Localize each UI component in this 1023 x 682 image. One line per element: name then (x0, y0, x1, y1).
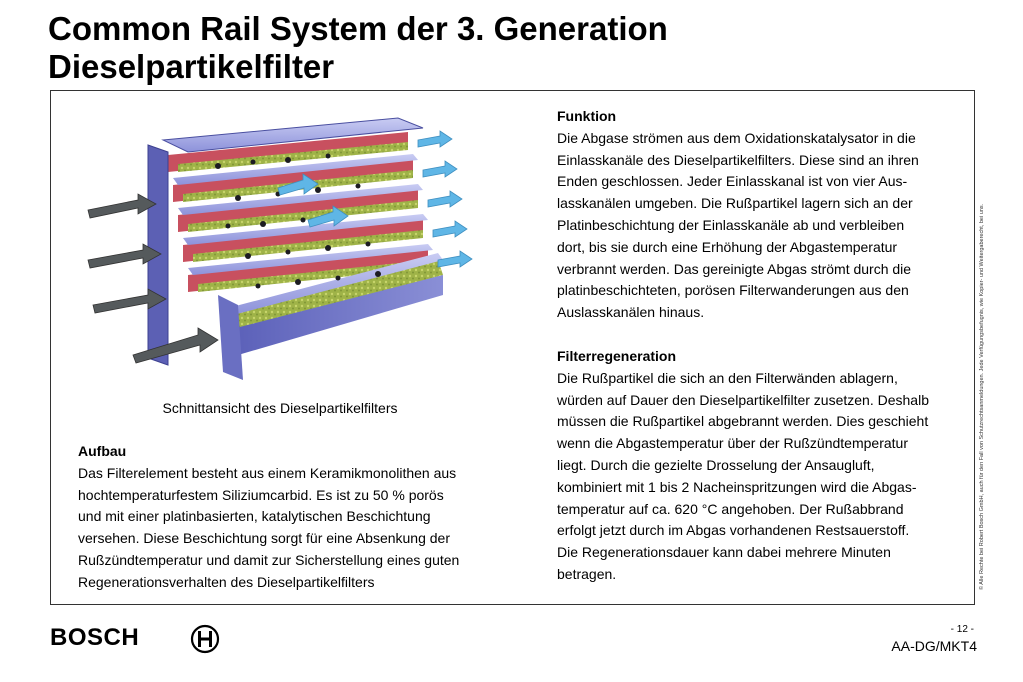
right-column: Funktion Die Abgase strömen aus dem Oxid… (557, 106, 967, 586)
aufbau-line: hochtemperaturfestem Siliziumcarbid. Es … (78, 486, 444, 503)
aufbau-line: und mit einer platinbasierten, katalytis… (78, 508, 431, 525)
filter-outer-top (161, 117, 424, 153)
regeneration-line: Die Regenerationsdauer kann dabei mehrer… (557, 544, 891, 561)
funktion-line: Die Abgase strömen aus dem Oxidationskat… (557, 129, 916, 146)
content-panel (50, 90, 975, 605)
outflow-arrows (277, 130, 473, 268)
regeneration-line: müssen die Rußpartikel abgebrannt werden… (557, 413, 929, 430)
inflow-arrows (87, 193, 219, 364)
funktion-line: verbrannt werden. Das gereinigte Abgas s… (557, 260, 912, 277)
regeneration-line: temperatur auf ca. 620 °C angehoben. Der… (557, 500, 904, 517)
regeneration-line: kombiniert mit 1 bis 2 Nacheinspritzunge… (557, 478, 917, 495)
regeneration-line: betragen. (557, 565, 617, 582)
channel-layer-6 (228, 253, 443, 355)
aufbau-section: Aufbau Das Filterelement besteht aus ein… (78, 441, 508, 594)
aufbau-line: Das Filterelement besteht aus einem Kera… (78, 464, 457, 481)
regeneration-line: würden auf Dauer den Dieselpartikelfilte… (557, 391, 929, 408)
aufbau-line: Rußzündtemperatur und damit zur Sicherst… (78, 551, 460, 568)
title-line-2: Dieselpartikelfilter (48, 48, 335, 85)
funktion-line: Einlasskanäle des Dieselpartikelfilters.… (557, 151, 919, 168)
funktion-heading: Funktion (557, 108, 617, 124)
aufbau-line: Regenerationsverhalten des Dieselpartike… (78, 573, 375, 590)
regeneration-line: wenn die Abgastemperatur über der Rußzün… (557, 435, 908, 452)
funktion-line: lasskanälen umgeben. Die Rußpartikel lag… (557, 195, 913, 212)
funktion-line: Enden geschlossen. Jeder Einlasskanal is… (557, 173, 908, 190)
regeneration-heading: Filterregeneration (557, 347, 677, 364)
funktion-line: dort, bis sie durch eine Erhöhung der Ab… (557, 238, 898, 255)
aufbau-heading: Aufbau (78, 443, 127, 459)
bosch-logo-text: BOSCH (50, 624, 140, 651)
regeneration-line: liegt. Durch die gezielte Drosselung der… (557, 456, 875, 473)
channel-layer-4 (183, 214, 428, 262)
figure-caption: Schnittansicht des Dieselpartikelfilters (162, 400, 398, 416)
page-title: Common Rail System der 3. Generation Die… (48, 10, 668, 86)
funktion-line: Platinbeschichtung der Einlasskanäle ab … (557, 216, 905, 233)
section-gap (557, 324, 967, 346)
funktion-line: platinbeschichteten, porösen Filterwande… (557, 282, 909, 299)
channel-layer-3 (178, 184, 423, 232)
page-number: - 12 - (950, 624, 974, 635)
copyright-notice: © Alle Rechte bei Robert Bosch GmbH, auc… (979, 203, 985, 590)
funktion-line: Auslasskanälen hinaus. (557, 304, 705, 321)
regeneration-line: Die Rußpartikel die sich an den Filterwä… (557, 369, 898, 386)
channel-layer-5 (188, 244, 433, 292)
regeneration-line: erfolgt jetzt durch im Abgas vorhandenen… (557, 522, 910, 539)
department-code: AA-DG/MKT4 (891, 638, 977, 654)
filter-illustration (87, 117, 473, 380)
title-line-1: Common Rail System der 3. Generation (48, 10, 668, 47)
aufbau-line: versehen. Diese Beschichtung sorgt für e… (78, 530, 451, 547)
bosch-armature-icon (190, 624, 220, 654)
